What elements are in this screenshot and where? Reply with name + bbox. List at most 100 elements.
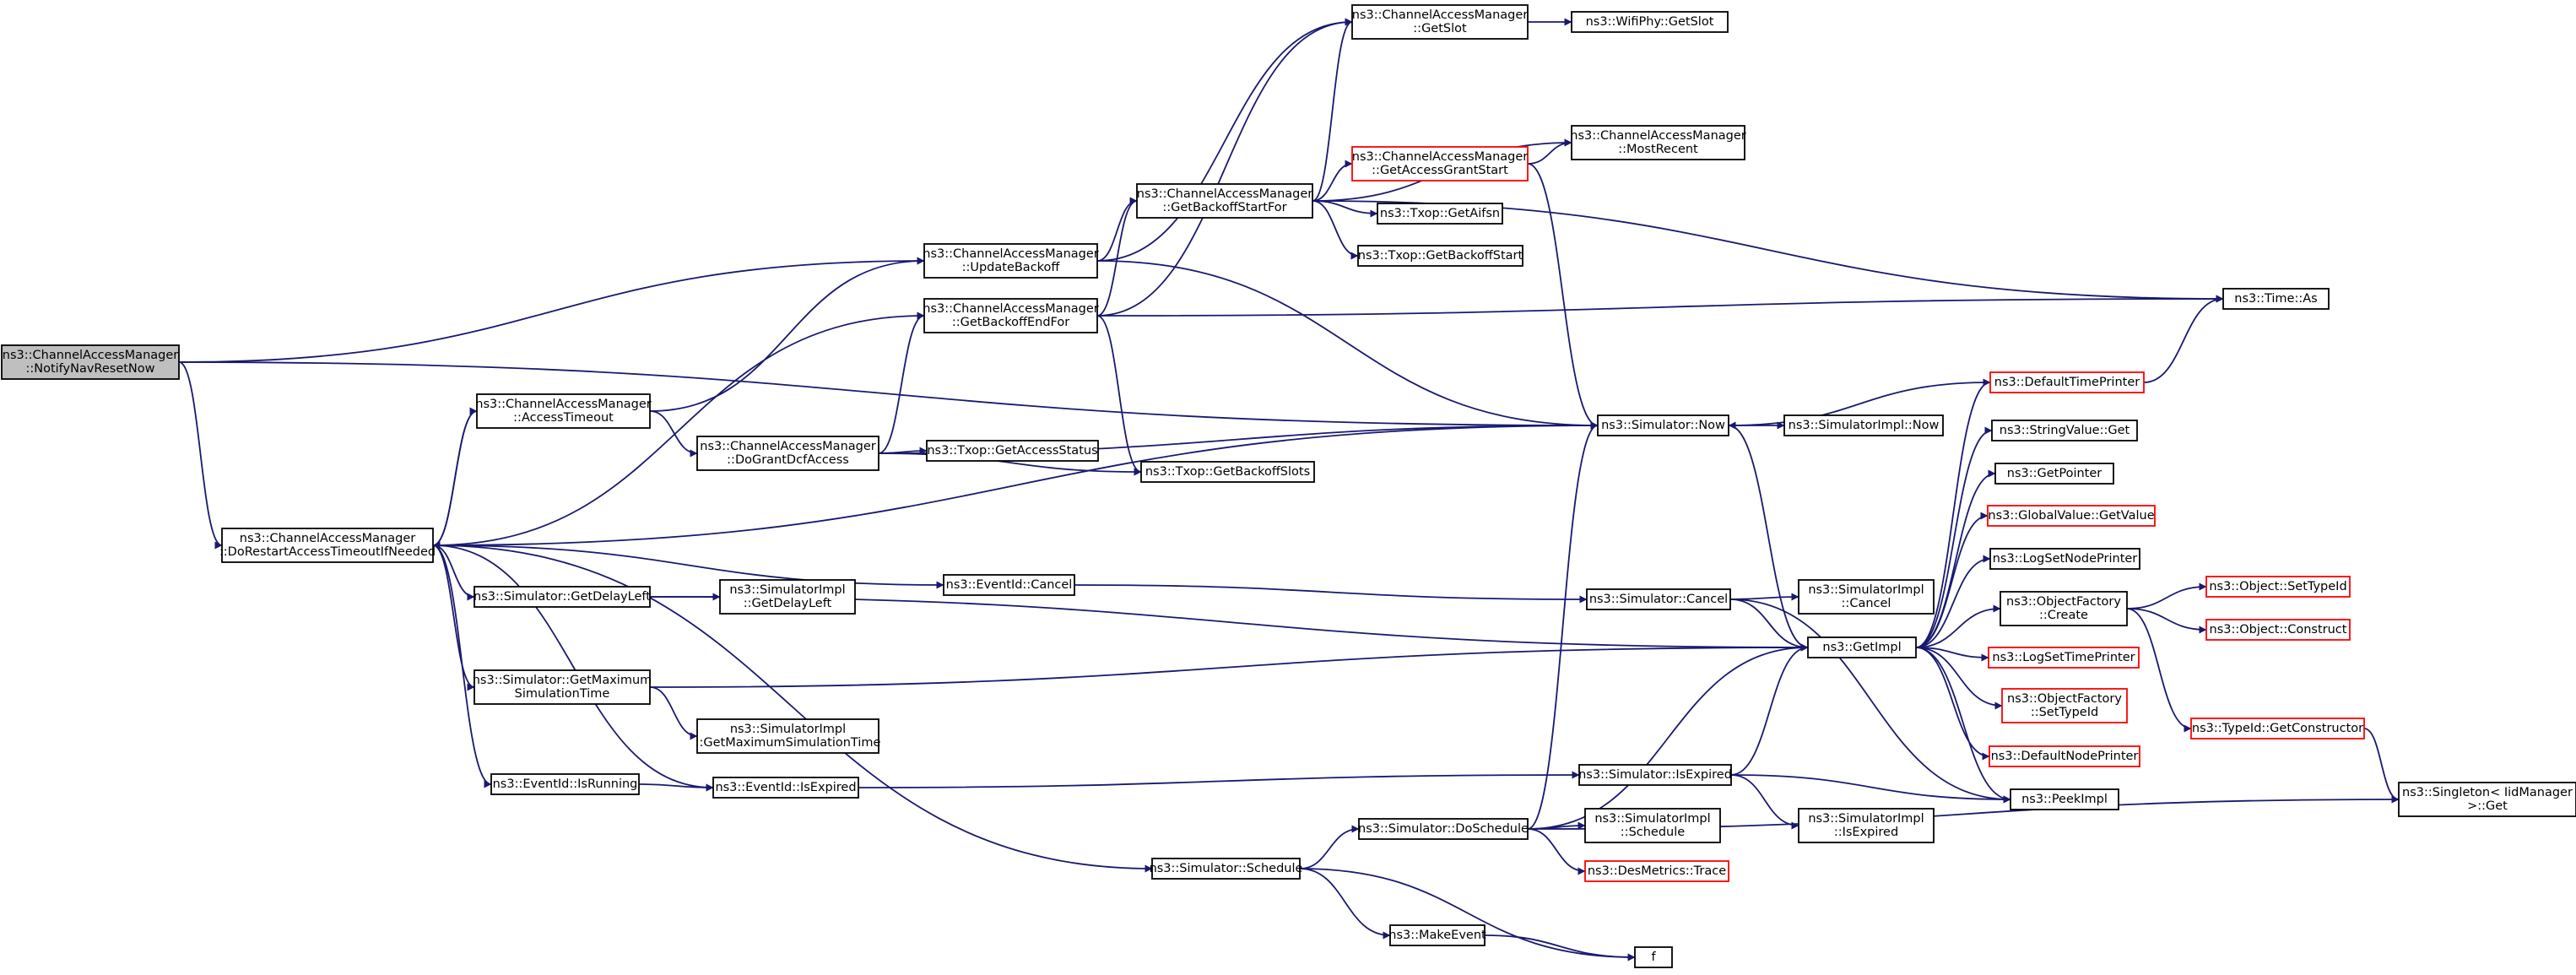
function-node-simimplgetdelayleft[interactable]: ns3::SimulatorImpl::GetDelayLeft xyxy=(719,579,856,615)
node-box xyxy=(1989,745,2140,767)
node-label-line: ns3::StringValue::Get xyxy=(2000,424,2130,437)
node-label-line: ns3::GetPointer xyxy=(2007,467,2102,480)
call-edge-simnow-to-getimpl xyxy=(1728,425,1809,652)
function-node-objsettypeid[interactable]: ns3::Object::SetTypeId xyxy=(2205,576,2351,598)
function-node-simimplschedule[interactable]: ns3::SimulatorImpl::Schedule xyxy=(1584,808,1721,843)
node-box xyxy=(1578,764,1732,786)
function-node-updatebackoff[interactable]: ns3::ChannelAccessManager::UpdateBackoff xyxy=(923,243,1099,279)
function-node-getaifsn[interactable]: ns3::Txop::GetAifsn xyxy=(1377,203,1503,225)
function-node-peekimpl[interactable]: ns3::PeekImpl xyxy=(2010,788,2119,810)
call-edge-accesstimeout-to-dorestart xyxy=(432,410,478,550)
function-node-simisexpired[interactable]: ns3::Simulator::IsExpired xyxy=(1578,764,1732,786)
call-edge-simisexpired-to-getimpl xyxy=(1730,643,1809,776)
call-edge-objfactorycreate-to-objconstruct xyxy=(2126,608,2207,634)
node-box xyxy=(474,586,651,608)
function-node-objfactorysettypeid[interactable]: ns3::ObjectFactory::SetTypeId xyxy=(2001,688,2128,723)
call-edge-getbackoffendfor-to-timeas xyxy=(1096,295,2224,317)
node-label-line: ::UpdateBackoff xyxy=(962,261,1061,274)
node-box xyxy=(2190,718,2365,739)
call-edge-getdelayleft-to-getimpl xyxy=(649,596,1809,652)
function-node-f[interactable]: f xyxy=(1634,946,1673,968)
call-edge-simschedule-to-f xyxy=(1299,868,1636,961)
function-node-getimpl[interactable]: ns3::GetImpl xyxy=(1807,636,1917,658)
function-node-simcancel[interactable]: ns3::Simulator::Cancel xyxy=(1586,588,1731,610)
function-node-dograntdcf[interactable]: ns3::ChannelAccessManager::DoGrantDcfAcc… xyxy=(696,436,879,471)
function-node-simimplcancel[interactable]: ns3::SimulatorImpl::Cancel xyxy=(1798,579,1935,615)
function-node-globalvalue[interactable]: ns3::GlobalValue::GetValue xyxy=(1987,505,2156,527)
node-label-line: ns3::ChannelAccessManager xyxy=(3,349,179,362)
function-node-simnow[interactable]: ns3::Simulator::Now xyxy=(1597,414,1729,436)
function-node-wifiphygetslot[interactable]: ns3::WifiPhy::GetSlot xyxy=(1571,11,1729,33)
call-edge-getimpl-to-defaultnodeprinter xyxy=(1915,647,1990,761)
function-node-dorestart[interactable]: ns3::ChannelAccessManager::DoRestartAcce… xyxy=(219,528,436,563)
function-node-timeas[interactable]: ns3::Time::As xyxy=(2222,288,2330,310)
node-box xyxy=(1994,463,2114,485)
function-node-logsettimeprinter[interactable]: ns3::LogSetTimePrinter xyxy=(1988,647,2140,669)
call-edge-updatebackoff-to-getslot xyxy=(1096,18,1353,262)
node-label-line: ::DoRestartAccessTimeoutIfNeeded xyxy=(219,545,436,559)
function-node-objconstruct[interactable]: ns3::Object::Construct xyxy=(2205,619,2351,641)
function-node-stringvalueget[interactable]: ns3::StringValue::Get xyxy=(1991,420,2138,441)
node-label-line: ns3::GetImpl xyxy=(1822,641,1901,654)
function-node-getbackoffstartfor[interactable]: ns3::ChannelAccessManager::GetBackoffSta… xyxy=(1136,183,1313,219)
node-label-line: ns3::Txop::GetBackoffStart xyxy=(1358,249,1523,263)
node-label-line: >::Get xyxy=(2467,799,2508,813)
call-edge-notify-to-simnow xyxy=(178,361,1599,430)
function-node-simimplisexpired[interactable]: ns3::SimulatorImpl::IsExpired xyxy=(1798,808,1935,843)
node-label-line: ns3::Object::SetTypeId xyxy=(2209,580,2346,593)
node-box xyxy=(1988,647,2140,669)
function-node-simimplgetmax[interactable]: ns3::SimulatorImpl::GetMaximumSimulation… xyxy=(695,718,881,754)
node-label-line: ::Create xyxy=(2039,609,2088,622)
function-node-typeidgetconstructor[interactable]: ns3::TypeId::GetConstructor xyxy=(2190,718,2365,739)
node-label-line: ns3::ObjectFactory xyxy=(2007,692,2122,706)
function-node-getaccessgrantstart[interactable]: ns3::ChannelAccessManager::GetAccessGran… xyxy=(1351,146,1529,181)
node-label-line: ::SetTypeId xyxy=(2031,706,2098,719)
call-edge-notify-to-updatebackoff xyxy=(178,257,925,363)
function-node-eventisrunning[interactable]: ns3::EventId::IsRunning xyxy=(490,773,640,795)
function-node-getbackoffendfor[interactable]: ns3::ChannelAccessManager::GetBackoffEnd… xyxy=(923,298,1099,333)
function-node-getpointer[interactable]: ns3::GetPointer xyxy=(1994,463,2114,485)
function-node-singletonget[interactable]: ns3::Singleton< IidManager >::Get xyxy=(2398,782,2576,817)
call-edge-getbackoffendfor-to-getbackoffslots xyxy=(1096,315,1142,476)
function-node-desmetrics[interactable]: ns3::DesMetrics::Trace xyxy=(1584,860,1729,882)
node-label-line: ns3::Simulator::GetMaximum xyxy=(473,674,652,687)
function-node-notify[interactable]: ns3::ChannelAccessManager::NotifyNavRese… xyxy=(1,344,180,380)
function-node-logsetnodeprinter[interactable]: ns3::LogSetNodePrinter xyxy=(1989,548,2140,570)
function-node-getbackoffstart[interactable]: ns3::Txop::GetBackoffStart xyxy=(1357,245,1523,267)
call-edge-eventisrunning-to-eventisexpired xyxy=(638,783,714,792)
function-node-makeevent[interactable]: ns3::MakeEvent xyxy=(1388,924,1486,946)
function-node-doschedule[interactable]: ns3::Simulator::DoSchedule xyxy=(1358,818,1529,840)
node-label-line: ::DoGrantDcfAccess xyxy=(727,453,849,467)
function-node-getmaxsimtime[interactable]: ns3::Simulator::GetMaximumSimulationTime xyxy=(473,669,652,705)
function-node-getdelayleft[interactable]: ns3::Simulator::GetDelayLeft xyxy=(474,586,651,608)
node-label-line: ns3::ChannelAccessManager xyxy=(475,398,652,411)
function-node-defaulttimeprinter[interactable]: ns3::DefaultTimePrinter xyxy=(1989,371,2145,393)
function-node-mostrecent[interactable]: ns3::ChannelAccessManager::MostRecent xyxy=(1570,125,1746,160)
function-node-getaccessstatus[interactable]: ns3::Txop::GetAccessStatus xyxy=(926,440,1099,462)
call-edge-accesstimeout-to-dograntdcf xyxy=(649,410,698,458)
node-label-line: ns3::Time::As xyxy=(2234,292,2317,306)
function-node-eventcancel[interactable]: ns3::EventId::Cancel xyxy=(943,574,1075,596)
node-label-line: ns3::Simulator::Schedule xyxy=(1150,862,1303,875)
function-nodes: ns3::ChannelAccessManager::NotifyNavRese… xyxy=(1,4,2576,968)
function-node-eventisexpired[interactable]: ns3::EventId::IsExpired xyxy=(712,777,859,799)
function-node-accesstimeout[interactable]: ns3::ChannelAccessManager::AccessTimeout xyxy=(475,393,652,429)
function-node-getslot[interactable]: ns3::ChannelAccessManager::GetSlot xyxy=(1351,4,1529,40)
function-node-getbackoffslots[interactable]: ns3::Txop::GetBackoffSlots xyxy=(1140,461,1315,483)
function-node-objfactorycreate[interactable]: ns3::ObjectFactory::Create xyxy=(2000,591,2128,626)
node-label-line: ns3::EventId::IsRunning xyxy=(493,777,638,791)
call-edge-getbackoffstartfor-to-getslot xyxy=(1312,18,1353,202)
call-edge-typeidgetconstructor-to-singletonget xyxy=(2363,728,2400,804)
node-box xyxy=(1987,505,2156,527)
function-node-simimplnow[interactable]: ns3::SimulatorImpl::Now xyxy=(1783,414,1944,436)
node-label-line: ns3::ChannelAccessManager xyxy=(240,532,416,545)
call-edge-getimpl-to-objfactorysettypeid xyxy=(1915,647,2003,710)
call-edge-simschedule-to-makeevent xyxy=(1299,868,1391,940)
function-node-simschedule[interactable]: ns3::Simulator::Schedule xyxy=(1150,858,1303,880)
call-edge-getmaxsimtime-to-simimplgetmax xyxy=(649,686,698,740)
node-label-line: ns3::Txop::GetAccessStatus xyxy=(927,444,1097,458)
node-box xyxy=(1586,588,1731,610)
node-box xyxy=(712,777,859,799)
node-label-line: ns3::Txop::GetBackoffSlots xyxy=(1145,465,1310,479)
function-node-defaultnodeprinter[interactable]: ns3::DefaultNodePrinter xyxy=(1989,745,2140,767)
